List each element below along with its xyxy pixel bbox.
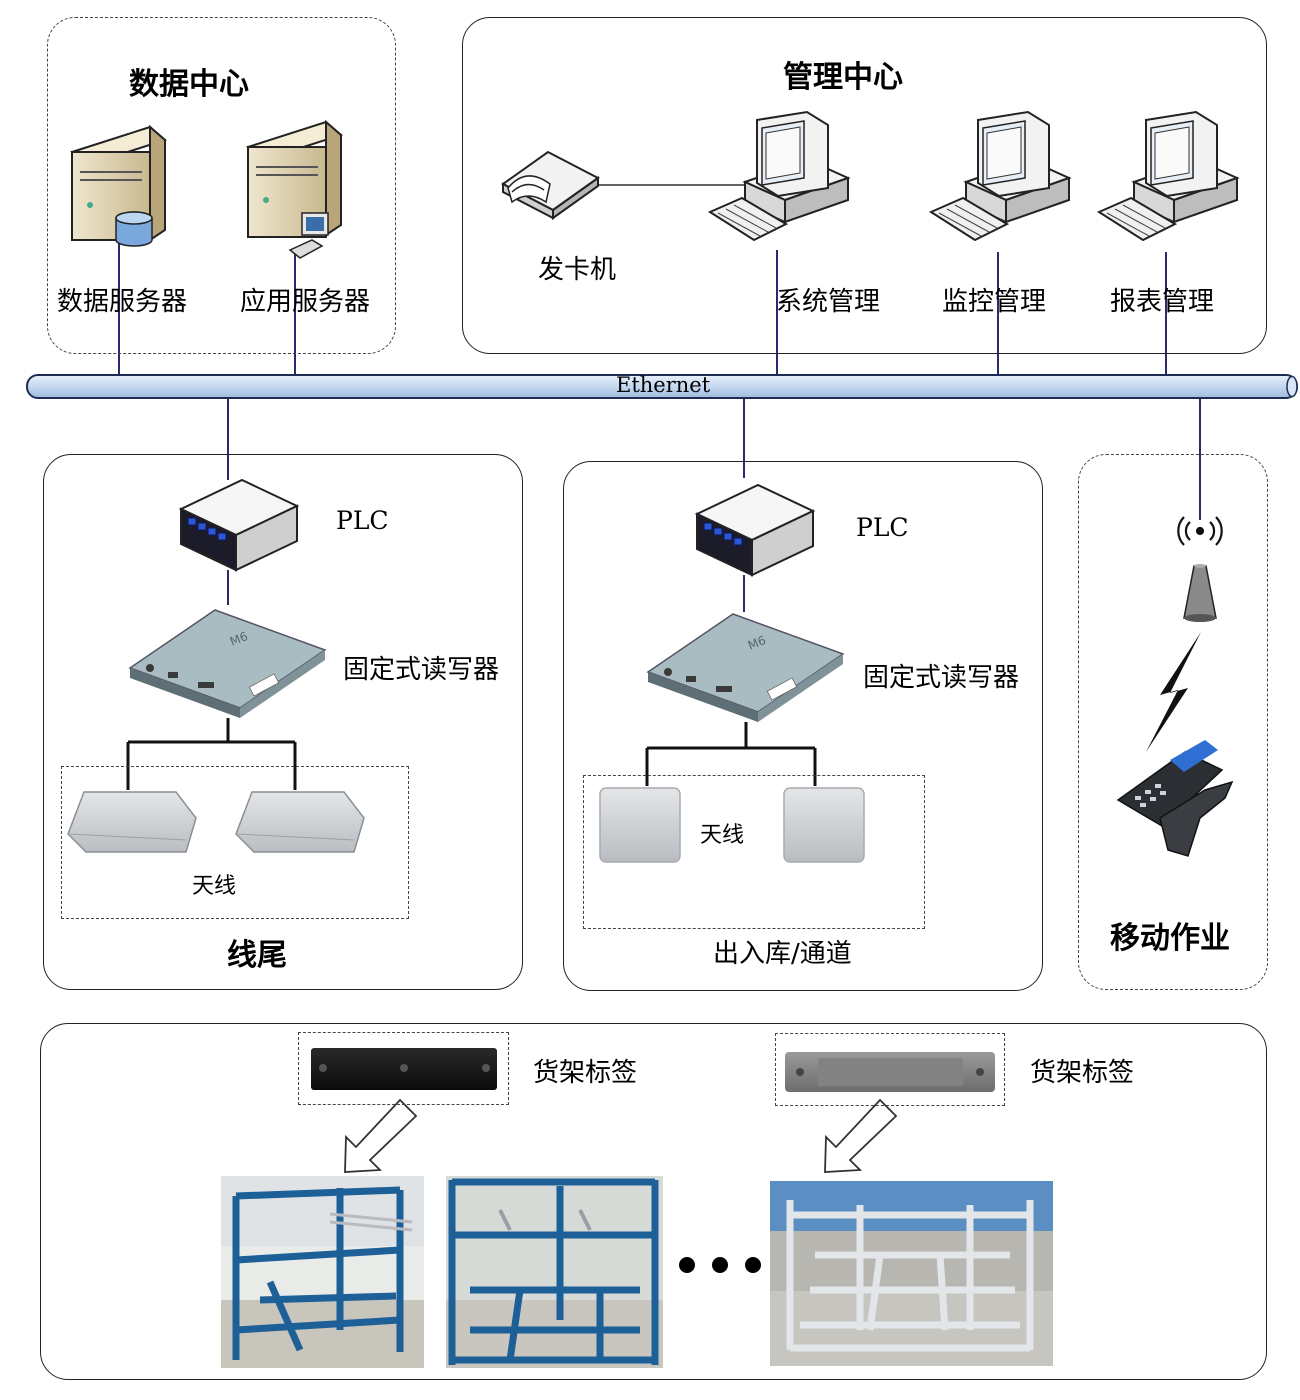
- shelf-tag-label-2: 货架标签: [1030, 1058, 1135, 1088]
- antenna-icon-3: [599, 787, 681, 863]
- antenna-icon-4: [783, 787, 865, 863]
- system-mgmt-label: 系统管理: [776, 287, 881, 317]
- rack-photo-1: [221, 1176, 424, 1368]
- antenna-label-line-tail: 天线: [192, 874, 237, 899]
- report-mgmt-label: 报表管理: [1110, 287, 1215, 317]
- access-point-antenna-icon: [1183, 564, 1217, 622]
- network-links: [118, 240, 1201, 612]
- reader-label-line-tail: 固定式读写器: [343, 655, 500, 685]
- antenna-group-warehouse: [583, 775, 925, 929]
- svg-text:M6: M6: [228, 629, 250, 649]
- warehouse-group: [563, 461, 1043, 991]
- rack-photo-2: [446, 1176, 663, 1368]
- warehouse-title: 出入库/通道: [713, 939, 852, 969]
- data-center-group: [47, 17, 396, 354]
- line-tail-title: 线尾: [227, 938, 287, 973]
- wireless-bolt-icon: [1146, 632, 1201, 752]
- ellipsis-dots: [679, 1257, 761, 1273]
- shelf-tag-label-1: 货架标签: [533, 1058, 638, 1088]
- reader-label-warehouse: 固定式读写器: [863, 663, 1020, 693]
- rack-photo-3: [770, 1181, 1053, 1366]
- line-tail-group: [43, 454, 523, 990]
- monitor-pc-icon: [928, 110, 1072, 242]
- db-server-icon: [70, 124, 167, 247]
- shelf-group: [40, 1023, 1267, 1380]
- management-center-group: [462, 17, 1267, 354]
- monitor-mgmt-label: 监控管理: [942, 287, 1047, 317]
- fixed-reader-icon-warehouse: M6: [646, 613, 845, 722]
- plc-label-warehouse: PLC: [856, 513, 909, 542]
- handheld-terminal-icon: [1116, 740, 1234, 857]
- db-server-label: 数据服务器: [57, 287, 188, 317]
- antenna-icon-2: [235, 791, 365, 853]
- mobile-title: 移动作业: [1110, 921, 1230, 956]
- card-issuer-icon: [501, 150, 600, 220]
- plc-label-line-tail: PLC: [336, 506, 389, 535]
- plc-icon-line-tail: [178, 478, 300, 572]
- mobile-group: [1078, 454, 1268, 990]
- app-server-icon: [246, 119, 343, 259]
- report-pc-icon: [1096, 110, 1240, 242]
- antenna-label-warehouse: 天线: [700, 823, 745, 848]
- shelf-tag-icon-2: [785, 1052, 995, 1092]
- data-center-title: 数据中心: [129, 67, 249, 102]
- plc-icon-warehouse: [694, 483, 816, 577]
- down-arrow-icon-1: [344, 1098, 418, 1173]
- fixed-reader-icon-line-tail: M6: [128, 609, 327, 718]
- management-center-title: 管理中心: [783, 60, 903, 95]
- shelf-tag-icon-1: [311, 1048, 497, 1090]
- system-pc-icon: [707, 110, 851, 242]
- shelf-tag-frame-1: [298, 1032, 509, 1105]
- wireless-signal-icon: [1177, 516, 1223, 546]
- antenna-group-line-tail: [61, 766, 409, 919]
- ethernet-bus: [26, 374, 1298, 399]
- app-server-label: 应用服务器: [240, 287, 371, 317]
- shelf-tag-frame-2: [775, 1033, 1005, 1106]
- svg-text:M6: M6: [746, 633, 768, 653]
- down-arrow-icon-2: [824, 1098, 898, 1173]
- card-issuer-label: 发卡机: [538, 255, 617, 285]
- ethernet-label: Ethernet: [616, 373, 711, 397]
- antenna-icon-1: [67, 791, 197, 853]
